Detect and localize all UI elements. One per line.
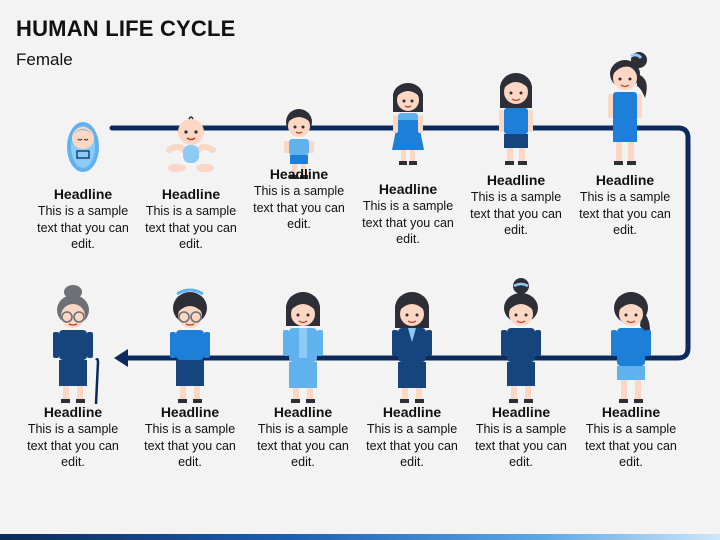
stage-headline: Headline xyxy=(378,181,438,197)
stage-headline: Headline xyxy=(269,166,329,182)
stage-description: This is a sample text that you can edit. xyxy=(475,422,567,469)
elderly-figure xyxy=(53,285,100,405)
stage-description: This is a sample text that you can edit. xyxy=(257,422,349,469)
footer-gradient-bar xyxy=(0,534,720,540)
child-figure xyxy=(392,83,424,165)
stage-headline: Headline xyxy=(491,404,551,420)
stage-teen: Headline This is a sample text that you … xyxy=(575,48,675,239)
late-teen-figure xyxy=(611,292,651,403)
stage-description: This is a sample text that you can edit. xyxy=(27,422,119,469)
stage-newborn: Headline This is a sample text that you … xyxy=(33,110,133,253)
stage-description: This is a sample text that you can edit. xyxy=(362,199,454,246)
stage-headline: Headline xyxy=(486,172,546,188)
stage-headline: Headline xyxy=(382,404,442,420)
stage-toddler: Headline This is a sample text that you … xyxy=(249,109,349,233)
preteen-figure xyxy=(499,73,533,165)
stage-description: This is a sample text that you can edit. xyxy=(37,204,129,251)
stage-headline: Headline xyxy=(53,186,113,202)
stage-adult: Headline This is a sample text that you … xyxy=(362,282,462,471)
stage-description: This is a sample text that you can edit. xyxy=(253,184,345,231)
stage-description: This is a sample text that you can edit. xyxy=(585,422,677,469)
toddler-figure xyxy=(284,109,314,179)
stage-description: This is a sample text that you can edit. xyxy=(470,190,562,237)
stage-headline: Headline xyxy=(161,186,221,202)
stage-headline: Headline xyxy=(273,404,333,420)
adult-figure xyxy=(392,292,432,403)
newborn-figure xyxy=(67,122,99,172)
stage-headline: Headline xyxy=(43,404,103,420)
stage-description: This is a sample text that you can edit. xyxy=(366,422,458,469)
teen-figure xyxy=(608,52,647,165)
senior-figure xyxy=(170,288,210,403)
stage-description: This is a sample text that you can edit. xyxy=(145,204,237,251)
stage-baby: Headline This is a sample text that you … xyxy=(141,110,241,253)
stage-preteen: Headline This is a sample text that you … xyxy=(466,68,566,239)
page-title: HUMAN LIFE CYCLE xyxy=(16,16,236,41)
stage-late-teen: Headline This is a sample text that you … xyxy=(581,282,681,471)
stage-headline: Headline xyxy=(160,404,220,420)
stage-middle-aged: Headline This is a sample text that you … xyxy=(253,282,353,471)
stage-child: Headline This is a sample text that you … xyxy=(358,80,458,248)
stage-description: This is a sample text that you can edit. xyxy=(579,190,671,237)
stage-headline: Headline xyxy=(601,404,661,420)
stage-young-adult: Headline This is a sample text that you … xyxy=(471,276,571,471)
page-subtitle: Female xyxy=(16,50,73,69)
stage-elderly: Headline This is a sample text that you … xyxy=(23,282,123,471)
stage-headline: Headline xyxy=(595,172,655,188)
baby-figure xyxy=(166,116,216,172)
young-adult-figure xyxy=(501,278,541,403)
path-arrow-head xyxy=(114,349,128,367)
stage-description: This is a sample text that you can edit. xyxy=(144,422,236,469)
stage-senior: Headline This is a sample text that you … xyxy=(140,282,240,471)
middle-aged-figure xyxy=(283,292,323,403)
